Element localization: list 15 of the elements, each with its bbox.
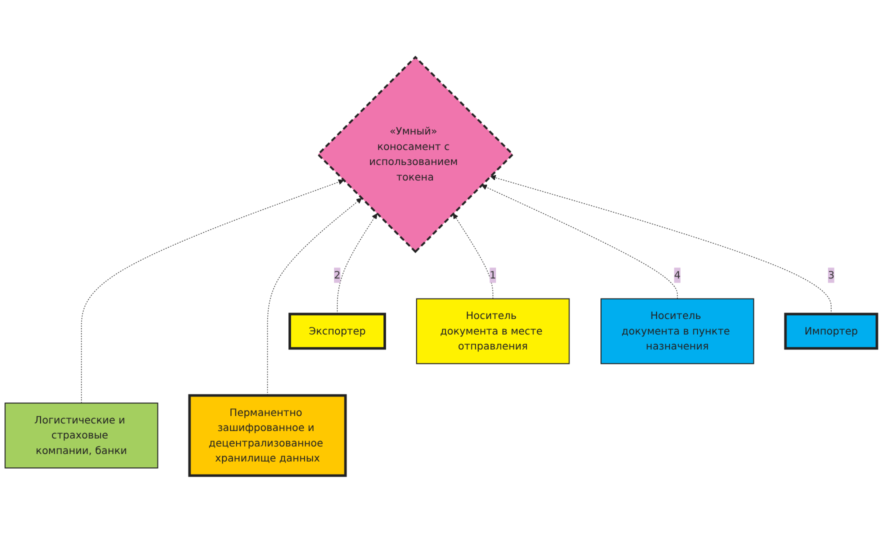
- edge-label: 2: [334, 269, 341, 282]
- edge-label: 3: [828, 269, 834, 282]
- node-box: Носитель документа в пункте назначения: [600, 298, 754, 364]
- node-diamond: «Умный» коносамент с использованием токена: [316, 56, 514, 254]
- arrow: [81, 180, 344, 404]
- node-box: Перманентно зашифрованное и децентрализованное хранилище данных: [188, 394, 347, 478]
- arrow: [452, 214, 494, 300]
- edge-label: 4: [674, 269, 681, 282]
- node-box: Импортер: [784, 312, 878, 350]
- node-box: Логистические и страховые компании, банки: [4, 402, 158, 469]
- node-box: Носитель документа в месте отправления: [416, 298, 570, 364]
- arrow: [481, 184, 678, 300]
- arrow: [267, 198, 362, 396]
- edge-label: 1: [490, 269, 496, 282]
- node-box: Экспортер: [288, 312, 386, 350]
